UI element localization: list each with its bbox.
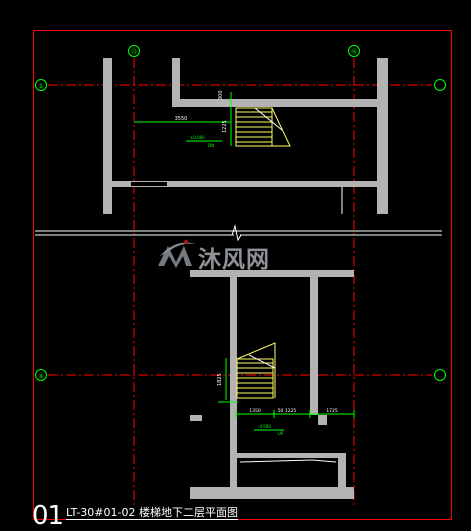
upper-dim-vertical: 300 [218,90,224,100]
axis-bubble-top-right: ⑯ [348,45,360,57]
lower-plan-walls [190,270,354,499]
axis-bubble-left-upper-label: ⑤ [38,83,43,90]
upper-plan-walls [103,58,388,214]
lower-dimensions [218,358,355,431]
upper-dim-step: 1225 [222,120,228,133]
upper-dim-horizontal: 3550 [175,116,188,122]
upper-dimensions [134,92,232,146]
upper-level-label: ±0.000 [190,135,205,140]
lower-dim-left: 1350 [249,408,261,414]
drawing-title-number: 01 [32,501,64,531]
watermark-text: 沐风网 [198,247,270,273]
lower-dim-mid: 50 1225 [278,408,297,414]
upper-stair [235,107,291,147]
lower-up-label: UP [278,431,284,436]
lower-stair-rail [239,459,337,463]
axis-bubble-top-right-label: ⑯ [351,48,357,56]
axis-bubble-right-upper [434,79,446,91]
lower-dim-vertical: 1825 [217,373,223,386]
axis-bubble-right-lower [434,369,446,381]
watermark-logo-icon [158,239,196,268]
axis-bubble-top-left: ⑬ [128,45,140,57]
upper-plan-door-opening [131,182,167,186]
axis-bubble-top-left-label: ⑬ [131,48,137,56]
break-line [35,224,442,242]
axis-bubble-left-upper: ⑤ [35,79,47,91]
lower-level-label: -4.500 [258,424,271,429]
lower-stair [236,342,276,399]
axis-bubble-left-lower: ④ [35,369,47,381]
drawing-frame [33,30,452,520]
upper-dn-label: DN [208,143,214,148]
drawing-title-text: LT-30#01-02 楼梯地下二层平面图 [66,506,238,520]
lower-dim-right: 1725 [326,408,338,414]
axis-bubble-left-lower-label: ④ [38,373,43,380]
